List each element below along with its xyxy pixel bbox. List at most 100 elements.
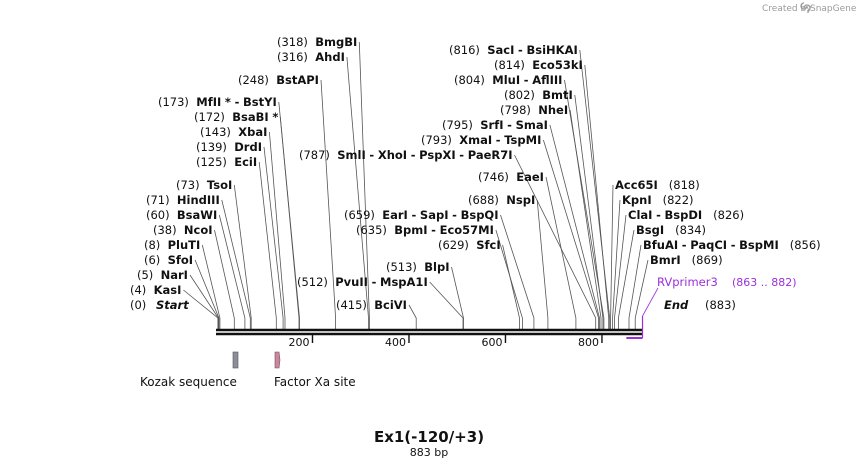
site-leader	[569, 109, 602, 329]
restriction-site[interactable]: (143) XbaI	[200, 125, 267, 139]
site-position: (818)	[669, 178, 700, 192]
site-position: (787)	[299, 148, 330, 162]
enzyme-name: XhoI	[378, 148, 407, 162]
enzyme-name: BstAPI	[276, 73, 319, 87]
enzyme-name: Acc65I	[615, 178, 658, 192]
spacer	[177, 223, 184, 237]
restriction-site[interactable]: BsgI (834)	[636, 223, 706, 237]
name-separator: -	[496, 133, 501, 147]
enzyme-name: BsgI	[636, 223, 664, 237]
spacer	[509, 170, 516, 184]
enzyme-name: BlpI	[424, 260, 449, 274]
site-label: (139) DrdI	[196, 140, 262, 154]
enzyme-name: NspI	[506, 193, 535, 207]
restriction-site[interactable]: (60) BsaWI	[146, 208, 217, 222]
enzyme-name: DrdI	[234, 140, 262, 154]
site-label: (798) NheI	[500, 103, 568, 117]
restriction-site[interactable]: (125) EciI	[196, 155, 257, 169]
restriction-site[interactable]: (659) EarI - SapI - BspQI	[344, 208, 498, 222]
site-leader	[214, 229, 235, 329]
site-label: (795) SrfI - SmaI	[442, 118, 548, 132]
spacer	[452, 133, 459, 147]
primer-rvprimer3[interactable]: RVprimer3(863 .. 882)	[626, 275, 797, 339]
restriction-site[interactable]: (816) SacI - BsiHKAI	[449, 43, 578, 57]
enzyme-name: XbaI	[238, 125, 267, 139]
site-leader	[429, 281, 464, 329]
spacer	[146, 283, 153, 297]
feature-factor-xa-site[interactable]: Factor Xa site	[274, 351, 356, 389]
restriction-site[interactable]: (318) BmgBI	[277, 35, 357, 49]
site-position: (798)	[500, 103, 531, 117]
site-label: (816) SacI - BsiHKAI	[449, 43, 578, 57]
restriction-site[interactable]: (316) AhdI	[277, 50, 345, 64]
restriction-site[interactable]: (512) PvuII - MspA1I	[297, 275, 428, 289]
spacer	[200, 178, 207, 192]
spacer	[375, 208, 382, 222]
enzyme-name: EarI	[382, 208, 408, 222]
restriction-site[interactable]: (248) BstAPI	[238, 73, 319, 87]
site-position: (814)	[494, 58, 525, 72]
site-label: (4) KasI	[130, 283, 181, 297]
restriction-site[interactable]: (688) NspI	[468, 193, 535, 207]
site-leader	[545, 176, 577, 329]
spacer	[387, 223, 394, 237]
site-position: (659)	[344, 208, 375, 222]
restriction-site[interactable]: ClaI - BspDI (826)	[628, 208, 744, 222]
restriction-site[interactable]: (802) BmtI	[504, 88, 573, 102]
spacer	[702, 208, 713, 222]
spacer	[269, 73, 276, 87]
restriction-site[interactable]: (5) NarI	[137, 268, 188, 282]
spacer	[664, 223, 675, 237]
restriction-site[interactable]: (173) MfII * - BstYI	[158, 95, 277, 109]
restriction-site[interactable]: (798) NheI	[500, 103, 568, 117]
spacer	[227, 155, 234, 169]
restriction-site[interactable]: KpnI (822)	[622, 193, 694, 207]
restriction-site[interactable]: (804) MluI - AflIII	[454, 73, 562, 87]
enzyme-name: SapI	[420, 208, 449, 222]
restriction-site[interactable]: (629) SfcI	[438, 238, 501, 252]
restriction-site[interactable]: (787) SmlI - XhoI - PspXI - PaeR7I	[299, 148, 513, 162]
restriction-site[interactable]: (73) TsoI	[176, 178, 232, 192]
credit-text: Created by	[762, 4, 812, 14]
restriction-site[interactable]: (513) BlpI	[386, 260, 449, 274]
site-position: (318)	[277, 35, 308, 49]
spacer	[160, 253, 167, 267]
restriction-site[interactable]: (415) BciVI	[336, 298, 407, 312]
site-position: (248)	[238, 73, 269, 87]
restriction-site[interactable]: (6) SfoI	[144, 253, 193, 267]
restriction-site[interactable]: Acc65I (818)	[615, 178, 700, 192]
site-leader	[564, 79, 605, 329]
restriction-site[interactable]: (38) NcoI	[153, 223, 213, 237]
name-separator: -	[459, 148, 464, 162]
restriction-site[interactable]: (4) KasI	[130, 283, 181, 297]
feature-kozak-sequence[interactable]: Kozak sequence	[140, 351, 239, 389]
site-label: (248) BstAPI	[238, 73, 319, 87]
restriction-site[interactable]: (71) HindIII	[146, 193, 220, 207]
spacer	[473, 118, 480, 132]
site-position: (4)	[130, 283, 146, 297]
site-leader	[358, 41, 370, 329]
site-position: (795)	[442, 118, 473, 132]
start-position: (0)	[130, 298, 146, 312]
restriction-site[interactable]: (172) BsaBI *	[194, 110, 278, 124]
restriction-site[interactable]: (8) PluTI	[144, 238, 200, 252]
site-label: (172) BsaBI *	[194, 110, 278, 124]
restriction-site[interactable]: (793) XmaI - TspMI	[421, 133, 541, 147]
restriction-site[interactable]: BfuAI - PaqCI - BspMI (856)	[643, 238, 821, 252]
name-separator: -	[507, 118, 512, 132]
restriction-site[interactable]: (814) Eco53kI	[494, 58, 583, 72]
enzyme-name: MspA1I	[380, 275, 428, 289]
restriction-site[interactable]: BmrI (869)	[650, 253, 723, 267]
site-leader-lines	[183, 41, 649, 329]
restriction-site[interactable]: (746) EaeI	[478, 170, 544, 184]
end-name: End	[664, 298, 689, 312]
restriction-site[interactable]: (795) SrfI - SmaI	[442, 118, 548, 132]
enzyme-name: KasI	[154, 283, 182, 297]
spacer	[330, 148, 337, 162]
site-leader	[218, 214, 246, 329]
spacer	[160, 238, 167, 252]
start-label: (0) Start	[130, 298, 189, 312]
enzyme-name: TspMI	[504, 133, 541, 147]
restriction-site[interactable]: (139) DrdI	[196, 140, 262, 154]
restriction-site[interactable]: (635) BpmI - Eco57MI	[356, 223, 494, 237]
